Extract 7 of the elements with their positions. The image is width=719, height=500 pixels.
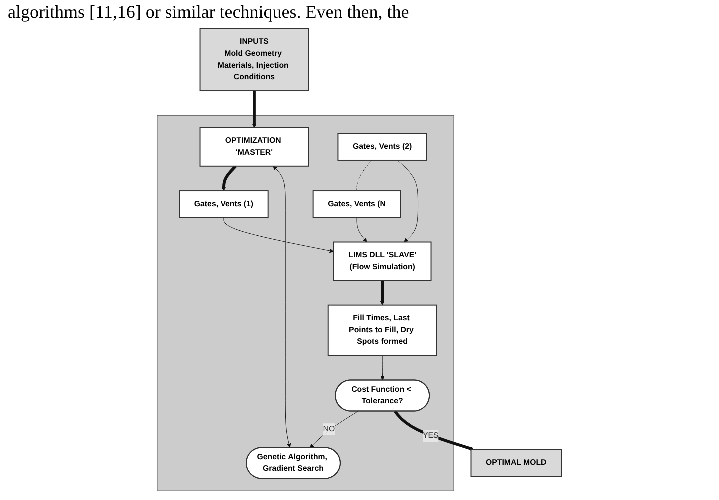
arrow: [380, 280, 385, 306]
arrow: [394, 410, 474, 451]
text-line: algorithms [11,16] or similar techniques. Even then, the: [8, 2, 410, 23]
arrow: [252, 91, 257, 128]
cluster: [157, 115, 454, 492]
arrow: [222, 165, 237, 192]
connector: [356, 160, 372, 192]
